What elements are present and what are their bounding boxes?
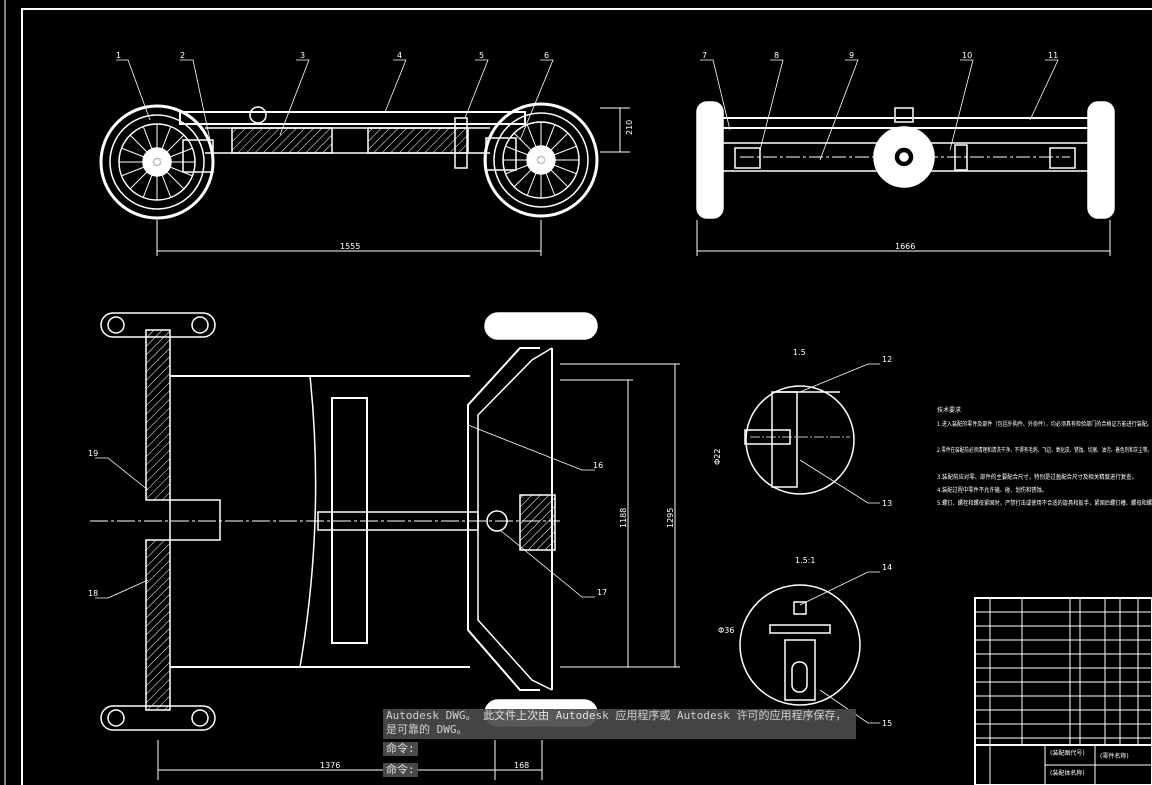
label-18: 18 bbox=[88, 589, 98, 598]
plan-view bbox=[90, 312, 680, 780]
label-15: 15 bbox=[882, 719, 892, 728]
command-window[interactable]: Autodesk DWG。 此文件上次由 Autodesk 应用程序或 Auto… bbox=[383, 709, 856, 785]
dim-plan-width: 1376 bbox=[320, 761, 340, 770]
tech-req-line-5: 5.螺钉、螺栓和螺母紧固时，严禁打击或使用不合适的旋具和扳手，紧固后螺钉槽、螺母… bbox=[937, 499, 1152, 507]
tech-req-line-2: 2.零件在装配前必须清理和清洗干净，不得有毛刺、飞边、氧化皮、锈蚀、切屑、油污、… bbox=[937, 446, 1152, 454]
command-input[interactable]: 命令: bbox=[383, 763, 418, 777]
tech-req-title: 技术要求 bbox=[937, 406, 961, 414]
tech-req-line-1: 1.进入装配的零件及部件（包括外购件、外协件），均必须具有检验部门的合格证方能进… bbox=[937, 420, 1152, 428]
tech-req-line-4: 4.装配过程中零件不允许磕、碰、划伤和锈蚀。 bbox=[937, 486, 1047, 494]
label-7: 7 bbox=[702, 51, 707, 60]
label-10: 10 bbox=[962, 51, 972, 60]
label-12: 12 bbox=[882, 355, 892, 364]
detail-b bbox=[739, 584, 861, 706]
detail-a-title: 1.5 bbox=[793, 348, 806, 357]
label-17: 17 bbox=[597, 588, 607, 597]
dim-front-width: 1555 bbox=[340, 242, 360, 251]
front-view bbox=[99, 102, 621, 220]
side-view bbox=[696, 101, 1115, 219]
label-5: 5 bbox=[479, 51, 484, 60]
part-name: (零件名称) bbox=[1100, 752, 1129, 760]
label-19: 19 bbox=[88, 449, 98, 458]
dim-plan-outer: 1295 bbox=[666, 508, 675, 528]
title-block bbox=[974, 597, 1152, 785]
dim-plan-offset: 168 bbox=[514, 761, 529, 770]
drawing-number: (装配图代号) bbox=[1050, 749, 1085, 757]
label-4: 4 bbox=[397, 51, 402, 60]
label-16: 16 bbox=[593, 461, 603, 470]
label-3: 3 bbox=[300, 51, 305, 60]
label-14: 14 bbox=[882, 563, 892, 572]
tech-req-line-3: 3.装配前应对零、部件的主要配合尺寸，特别是过盈配合尺寸及相关精度进行复查。 bbox=[937, 473, 1137, 481]
label-13: 13 bbox=[882, 499, 892, 508]
dim-plan-inner: 1188 bbox=[619, 508, 628, 528]
command-prompt-1: 命令: bbox=[383, 742, 418, 756]
label-1: 1 bbox=[116, 51, 121, 60]
dim-detail-a: Φ22 bbox=[713, 449, 722, 465]
dim-side-width: 1666 bbox=[895, 242, 915, 251]
detail-b-title: 1.5:1 bbox=[795, 556, 816, 565]
label-8: 8 bbox=[774, 51, 779, 60]
detail-a bbox=[744, 385, 855, 495]
label-11: 11 bbox=[1048, 51, 1058, 60]
dim-front-height: 210 bbox=[625, 120, 634, 135]
dim-detail-b: Φ36 bbox=[718, 626, 734, 635]
label-2: 2 bbox=[180, 51, 185, 60]
label-6: 6 bbox=[544, 51, 549, 60]
drawing-name: (装配体名称) bbox=[1050, 769, 1085, 777]
label-9: 9 bbox=[849, 51, 854, 60]
command-history: Autodesk DWG。 此文件上次由 Autodesk 应用程序或 Auto… bbox=[383, 709, 856, 739]
